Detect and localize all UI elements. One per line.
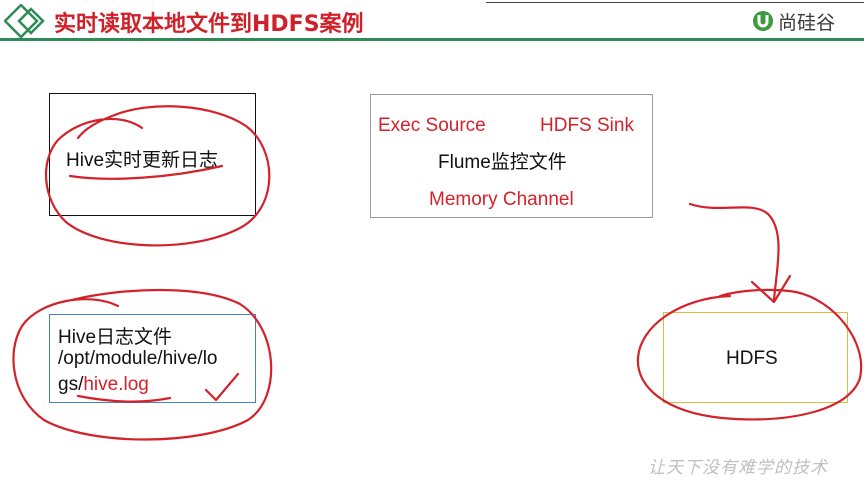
diamond-icon [4,4,45,38]
hive-log-path-line2: gs/hive.log [58,374,149,396]
hdfs-sink-label: HDFS Sink [540,115,634,136]
logo-text: 尚硅谷 [778,11,836,34]
hive-log-path-prefix: gs/ [58,374,84,395]
flume-label: Flume监控文件 [438,152,567,173]
top-divider [486,2,864,3]
flume-box [370,94,653,218]
brand-logo: 尚硅谷 [752,8,835,34]
memory-channel-label: Memory Channel [429,189,574,210]
hive-log-filename: hive.log [83,374,149,395]
slide-header: 实时读取本地文件到HDFS案例 尚硅谷 [0,0,864,42]
annotation-arrow-line [688,202,780,302]
exec-source-label: Exec Source [378,115,486,136]
hive-log-path-line: /opt/module/hive/lo [58,348,218,369]
annotation-arrow-head [750,274,792,304]
header-divider [0,38,864,41]
hive-realtime-log-label: Hive实时更新日志 [66,150,219,171]
slide-title: 实时读取本地文件到HDFS案例 [54,12,364,37]
hive-log-file-title: Hive日志文件 [58,327,173,348]
logo-mark-icon [753,11,773,31]
footer-slogan: 让天下没有难学的技术 [648,458,828,478]
hdfs-label: HDFS [726,348,778,369]
